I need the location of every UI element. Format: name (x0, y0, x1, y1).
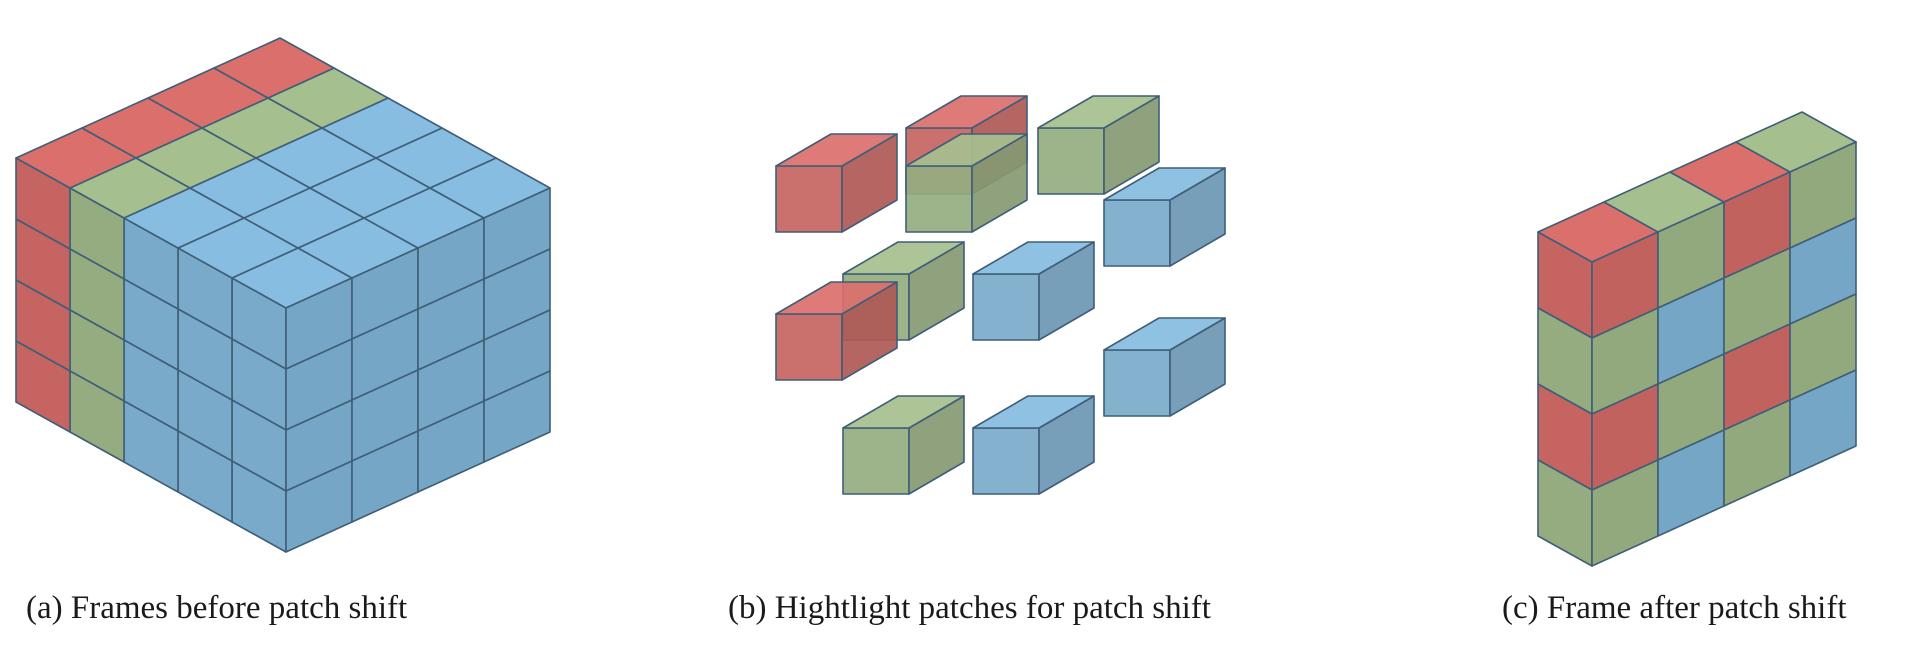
panel-b-highlight-patches (775, 95, 1226, 495)
cube-front-face (1103, 199, 1171, 267)
panel-c-frame-after (1537, 111, 1857, 567)
cube-front-face (1037, 127, 1105, 195)
frame-2 (69, 67, 389, 463)
caption-c: (c) Frame after patch shift (1502, 590, 1847, 626)
cube-front-face (775, 313, 843, 381)
frame-face-patch (1789, 369, 1857, 477)
caption-b: (b) Hightlight patches for patch shift (728, 590, 1211, 626)
frame-top-patch (213, 37, 335, 99)
patch-cube (1037, 95, 1160, 195)
cube-top-face (905, 95, 1028, 129)
cube-top-face (972, 395, 1095, 429)
patch-cube (1103, 317, 1226, 417)
cube-top-face (972, 241, 1095, 275)
patch-cube (972, 241, 1095, 341)
patch-cube (775, 133, 898, 233)
patch-cube (775, 281, 898, 381)
cube-front-face (1103, 349, 1171, 417)
cube-front-face (842, 427, 910, 495)
frame-5 (231, 157, 551, 553)
patch-cube (972, 395, 1095, 495)
caption-a: (a) Frames before patch shift (26, 590, 408, 626)
cube-top-face (905, 133, 1028, 167)
patch-cube (842, 395, 965, 495)
cube-front-face (775, 165, 843, 233)
cube-front-face (972, 273, 1040, 341)
frame-3 (123, 97, 443, 493)
frame-side-patch (15, 340, 71, 433)
cube-top-face (842, 395, 965, 429)
cube-top-face (1037, 95, 1160, 129)
frame-4 (177, 127, 497, 523)
patch-cube (1103, 167, 1226, 267)
cube-top-face (1103, 317, 1226, 351)
frame-1 (15, 37, 335, 433)
cube-top-face (842, 241, 965, 275)
patch-cube (905, 133, 1028, 233)
cube-top-face (775, 281, 898, 315)
cube-top-face (775, 133, 898, 167)
cube-top-face (1103, 167, 1226, 201)
frame-face-patch (483, 370, 551, 463)
cube-front-face (905, 165, 973, 233)
cube-front-face (972, 427, 1040, 495)
panel-a-frames-before (15, 37, 551, 553)
